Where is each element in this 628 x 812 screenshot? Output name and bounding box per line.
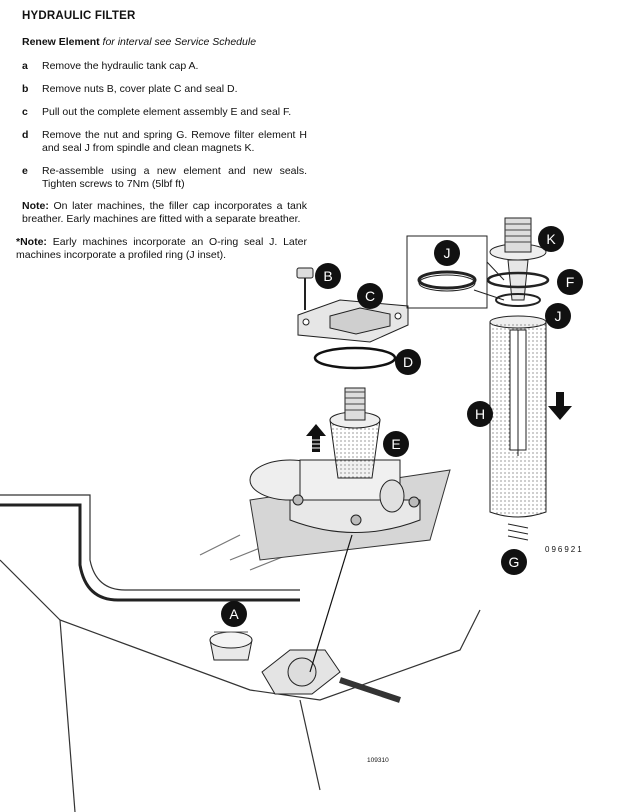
step-letter: d [22, 129, 29, 141]
lower-filter-plate [261, 649, 401, 703]
callout-b: B [315, 263, 341, 289]
note-marker: * [16, 236, 21, 248]
subtitle-bold: Renew Element [22, 36, 100, 48]
step-letter: e [22, 165, 28, 177]
spring-g [507, 523, 529, 541]
step-letter: b [22, 83, 29, 95]
step-text: Re-assemble using a new element and new … [42, 165, 307, 190]
step-text: Remove nuts B, cover plate C and seal D. [42, 83, 238, 95]
filter-element-h [489, 315, 547, 518]
callout-j: J [545, 303, 571, 329]
down-arrow-icon [548, 392, 572, 420]
svg-text:H: H [475, 406, 485, 422]
callout-j-inset: J [434, 240, 460, 266]
callout-g: G [501, 549, 527, 575]
note-oring: *Note: Early machines incorporate an O-r… [16, 236, 307, 262]
callout-a: A [221, 601, 247, 627]
machine-body [0, 494, 481, 812]
note-breather: Note: On later machines, the filler cap … [22, 200, 307, 226]
note-text: Early machines incorporate an O-ring sea… [16, 236, 307, 261]
section-subtitle: Renew Element for interval see Service S… [22, 36, 256, 48]
svg-text:J: J [555, 308, 562, 324]
note-label: Note: [22, 200, 49, 212]
subtitle-italic: for interval see Service Schedule [102, 36, 257, 48]
step-d: d Remove the nut and spring G. Remove fi… [22, 129, 307, 155]
svg-text:F: F [566, 274, 575, 290]
callout-c: C [357, 283, 383, 309]
spindle-k [486, 217, 550, 307]
svg-text:B: B [323, 268, 332, 284]
step-c: c Pull out the complete element assembly… [22, 106, 307, 119]
figure-number-lower: 109310 [367, 757, 389, 764]
svg-text:D: D [403, 354, 413, 370]
step-text: Remove the hydraulic tank cap A. [42, 60, 199, 72]
step-text: Remove the nut and spring G. Remove filt… [42, 129, 307, 154]
note-text: On later machines, the filler cap incorp… [22, 200, 307, 225]
step-b: b Remove nuts B, cover plate C and seal … [22, 83, 307, 96]
svg-text:A: A [229, 606, 239, 622]
svg-text:K: K [546, 231, 556, 247]
figure-number-upper: 096921 [545, 545, 584, 554]
filter-housing [249, 459, 421, 533]
step-a: a Remove the hydraulic tank cap A. [22, 60, 307, 73]
step-letter: a [22, 60, 28, 72]
svg-text:C: C [365, 288, 375, 304]
cover-plate-c [297, 299, 409, 343]
callout-k: K [538, 226, 564, 252]
callout-e: E [383, 431, 409, 457]
leader-line [309, 534, 353, 673]
svg-text:E: E [391, 436, 400, 452]
tank-cap-a [209, 631, 253, 661]
bolt-b [296, 267, 314, 310]
note-label: Note: [20, 236, 47, 248]
step-text: Pull out the complete element assembly E… [42, 106, 292, 118]
callout-h: H [467, 401, 493, 427]
step-e: e Re-assemble using a new element and ne… [22, 165, 307, 191]
page-title: HYDRAULIC FILTER [22, 10, 136, 22]
callout-d: D [395, 349, 421, 375]
callout-f: F [557, 269, 583, 295]
inset-j-box [406, 235, 505, 309]
seal-d [313, 346, 397, 370]
element-assembly-e [329, 387, 381, 479]
svg-text:G: G [509, 554, 520, 570]
up-arrow-icon [306, 424, 326, 452]
step-letter: c [22, 106, 28, 118]
svg-text:J: J [444, 245, 451, 261]
